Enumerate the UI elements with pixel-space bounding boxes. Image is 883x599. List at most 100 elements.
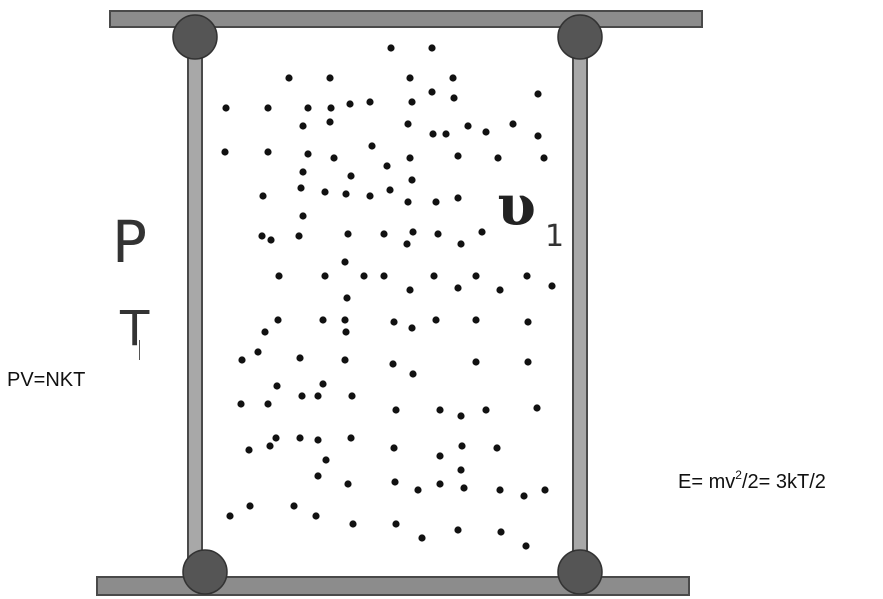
gas-particle — [319, 380, 327, 388]
gas-particle — [386, 186, 394, 194]
gas-particle — [409, 370, 417, 378]
gas-particle — [314, 392, 322, 400]
temperature-label: T — [120, 301, 150, 357]
gas-particle — [522, 542, 530, 550]
ideal-gas-law-equation: PV=NKT — [7, 369, 86, 391]
gas-particle — [472, 272, 480, 280]
top-right-joint — [557, 14, 603, 60]
gas-particle — [392, 406, 400, 414]
gas-particle — [432, 316, 440, 324]
gas-particle — [464, 122, 472, 130]
gas-particle — [321, 188, 329, 196]
bottom-left-joint — [182, 549, 228, 595]
gas-particle — [266, 442, 274, 450]
gas-particle — [383, 162, 391, 170]
gas-particle — [454, 152, 462, 160]
gas-particle — [409, 228, 417, 236]
gas-particle — [436, 480, 444, 488]
gas-particle — [347, 172, 355, 180]
gas-particle — [392, 520, 400, 528]
gas-particle — [360, 272, 368, 280]
gas-particle — [326, 118, 334, 126]
gas-particle — [226, 512, 234, 520]
gas-particle — [366, 98, 374, 106]
gas-particle — [457, 240, 465, 248]
gas-particle — [264, 104, 272, 112]
gas-particle — [472, 316, 480, 324]
gas-particle — [533, 404, 541, 412]
gas-particle — [523, 272, 531, 280]
gas-particle — [404, 120, 412, 128]
gas-particle — [322, 456, 330, 464]
gas-particle — [258, 232, 266, 240]
gas-particle — [541, 486, 549, 494]
gas-particle — [494, 154, 502, 162]
gas-particle — [497, 528, 505, 536]
left-wall — [187, 34, 203, 576]
gas-particle — [493, 444, 501, 452]
gas-particle — [285, 74, 293, 82]
gas-particle — [472, 358, 480, 366]
gas-particle — [390, 318, 398, 326]
gas-particle — [408, 324, 416, 332]
gas-particle — [296, 434, 304, 442]
gas-particle — [344, 480, 352, 488]
gas-particle — [304, 104, 312, 112]
energy-suffix: /2= 3kT/2 — [741, 471, 826, 493]
gas-particle — [408, 98, 416, 106]
right-wall — [572, 34, 588, 576]
gas-particle — [408, 176, 416, 184]
gas-particle — [261, 328, 269, 336]
kinetic-energy-equation: E= mv2/2= 3kT/2 — [678, 469, 826, 493]
velocity-symbol: υ — [497, 173, 536, 239]
gas-particle — [319, 316, 327, 324]
gas-particle — [264, 400, 272, 408]
gas-particle — [245, 446, 253, 454]
gas-particle — [341, 356, 349, 364]
gas-particle — [348, 392, 356, 400]
gas-particle — [321, 272, 329, 280]
bottom-plate — [96, 576, 690, 596]
gas-particle — [290, 502, 298, 510]
gas-particle — [482, 406, 490, 414]
gas-particle — [403, 240, 411, 248]
gas-particle — [540, 154, 548, 162]
gas-particle — [314, 472, 322, 480]
gas-particle — [457, 466, 465, 474]
gas-particle — [524, 318, 532, 326]
gas-particle — [299, 122, 307, 130]
gas-particle — [330, 154, 338, 162]
gas-particle — [380, 230, 388, 238]
gas-particles — [221, 44, 556, 550]
pressure-label: P — [112, 208, 147, 276]
gas-particle — [432, 198, 440, 206]
gas-particle — [366, 192, 374, 200]
gas-particle — [342, 328, 350, 336]
gas-particle — [389, 360, 397, 368]
gas-particle — [238, 356, 246, 364]
gas-particle — [326, 74, 334, 82]
gas-particle — [429, 130, 437, 138]
gas-particle — [430, 272, 438, 280]
gas-particle — [314, 436, 322, 444]
gas-particle — [312, 512, 320, 520]
velocity-subscript: 1 — [545, 219, 565, 254]
gas-particle — [264, 148, 272, 156]
gas-particle — [457, 412, 465, 420]
gas-particle — [428, 88, 436, 96]
gas-particle — [299, 168, 307, 176]
gas-particle — [406, 74, 414, 82]
temperature-marker — [139, 340, 140, 360]
gas-particle — [414, 486, 422, 494]
gas-particle — [368, 142, 376, 150]
gas-particle — [406, 154, 414, 162]
gas-particle — [267, 236, 275, 244]
gas-particle — [222, 104, 230, 112]
gas-particle — [296, 354, 304, 362]
gas-particle — [458, 442, 466, 450]
gas-particle — [274, 316, 282, 324]
gas-particle — [275, 272, 283, 280]
gas-particle — [509, 120, 517, 128]
gas-particle — [342, 190, 350, 198]
